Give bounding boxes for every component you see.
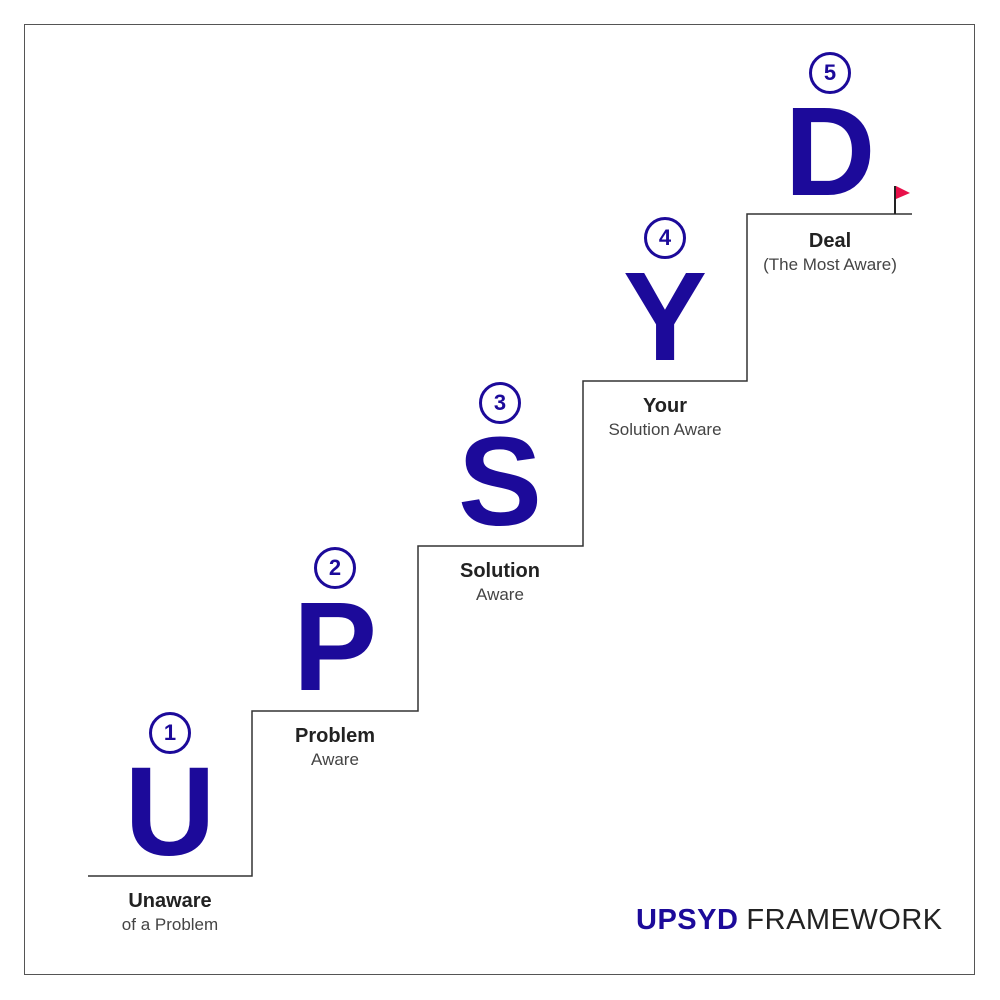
step-number-badge: 4 bbox=[644, 217, 686, 259]
stage-letter: P bbox=[292, 576, 378, 717]
stage-subtitle: Solution Aware bbox=[608, 420, 722, 439]
flag-icon bbox=[896, 186, 910, 199]
stage-subtitle: of a Problem bbox=[121, 915, 219, 934]
step-number-badge: 5 bbox=[809, 52, 851, 94]
stage-label: Problem Aware bbox=[235, 724, 435, 772]
stage-subtitle: (The Most Aware) bbox=[763, 255, 897, 274]
staircase-line bbox=[88, 213, 912, 877]
framework-title-bold: UPSYD bbox=[636, 904, 739, 936]
stage-title: Solution bbox=[460, 560, 540, 582]
stage-letter: Y bbox=[622, 246, 708, 387]
stage-label: Solution Aware bbox=[400, 559, 600, 607]
step-number-badge: 1 bbox=[149, 712, 191, 754]
diagram-frame bbox=[24, 24, 975, 975]
stage-label: Deal (The Most Aware) bbox=[730, 229, 930, 277]
stage-letter: S bbox=[457, 411, 543, 552]
stage-subtitle: Aware bbox=[311, 750, 359, 769]
step-number-badge: 3 bbox=[479, 382, 521, 424]
stage-letter: D bbox=[784, 81, 876, 222]
stage-title: Problem bbox=[294, 725, 376, 747]
stage-subtitle: Aware bbox=[476, 585, 524, 604]
stage-letter: U bbox=[124, 741, 216, 882]
stage-title: Your bbox=[642, 395, 688, 417]
step-number-badge: 2 bbox=[314, 547, 356, 589]
framework-title-regular: FRAMEWORK bbox=[746, 904, 943, 936]
stage-title: Unaware bbox=[128, 890, 212, 912]
stage-label: Unaware of a Problem bbox=[70, 889, 270, 937]
stage-title: Deal bbox=[808, 230, 852, 252]
stage-label: Your Solution Aware bbox=[565, 394, 765, 442]
